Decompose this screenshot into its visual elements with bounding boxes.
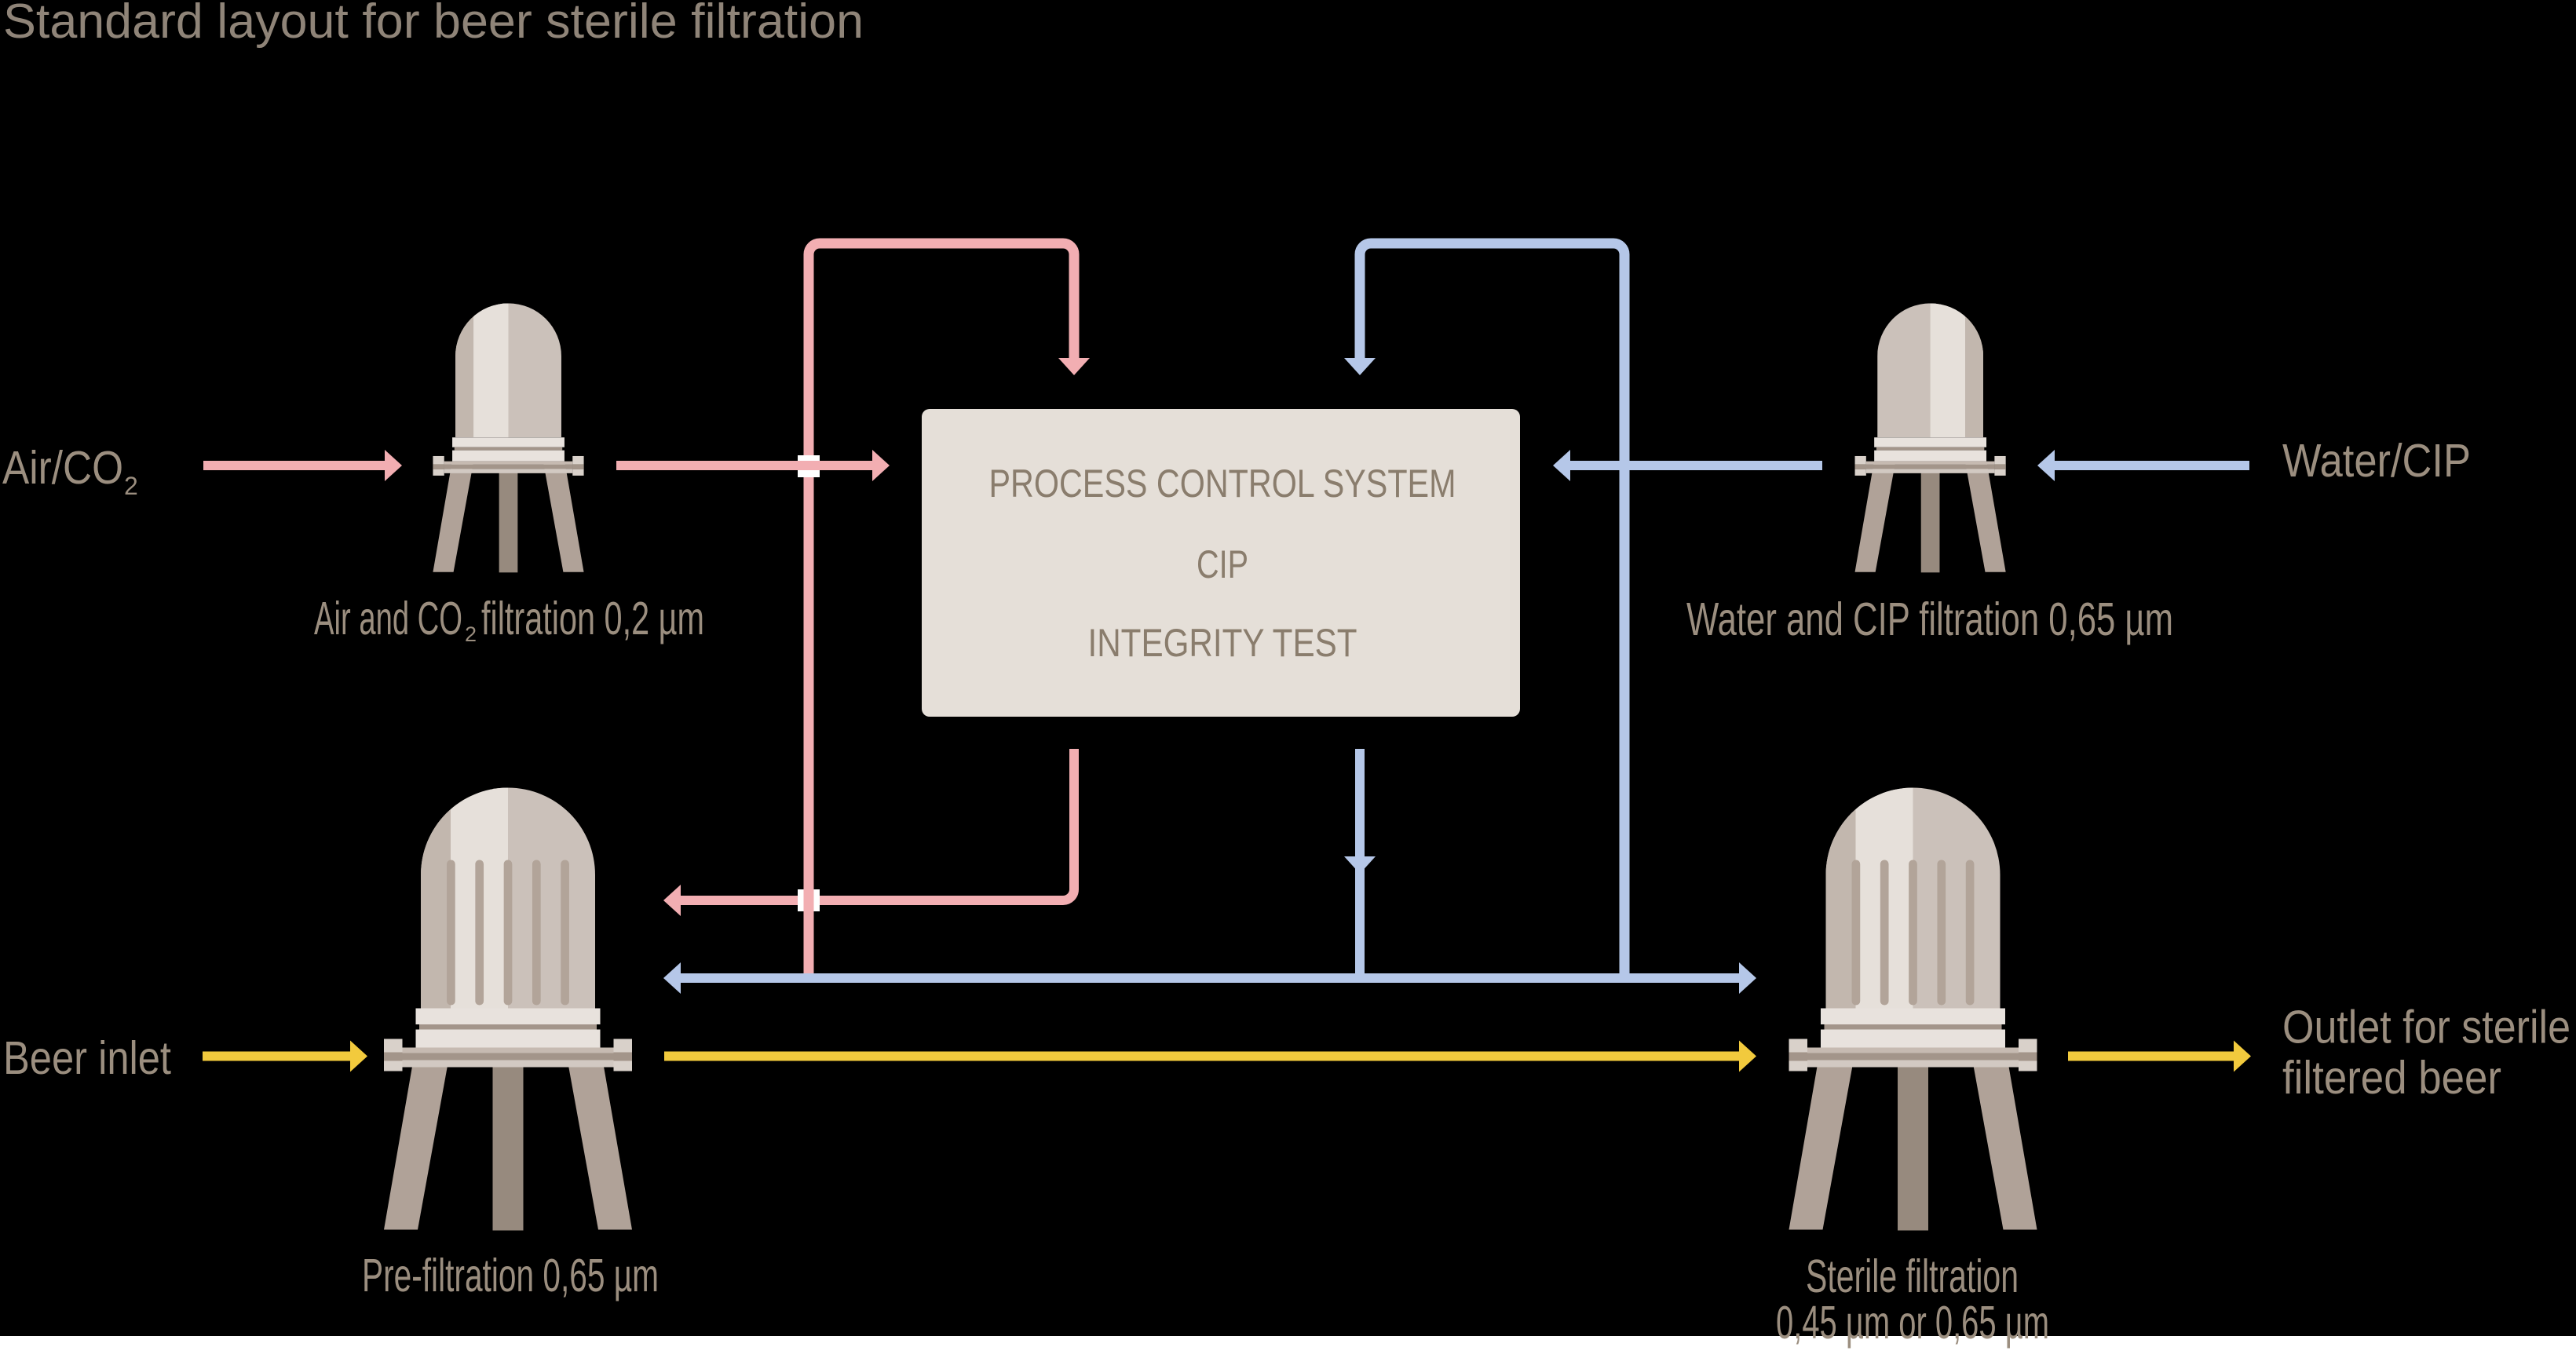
svg-text:0,45 µm or 0,65 µm: 0,45 µm or 0,65 µm [1776,1297,2049,1349]
svg-text:Air/CO: Air/CO [2,442,123,494]
svg-text:PROCESS CONTROL SYSTEM: PROCESS CONTROL SYSTEM [989,462,1456,506]
svg-text:Standard layout for beer steri: Standard layout for beer sterile filtrat… [3,0,864,49]
svg-text:2: 2 [465,622,477,646]
svg-text:Pre-filtration 0,65 µm: Pre-filtration 0,65 µm [362,1250,659,1301]
svg-text:Beer inlet: Beer inlet [3,1032,171,1084]
svg-text:filtration 0,2 µm: filtration 0,2 µm [481,593,704,644]
svg-text:filtered beer: filtered beer [2282,1052,2501,1104]
svg-text:Outlet for sterile: Outlet for sterile [2282,1002,2571,1053]
svg-text:Air and CO: Air and CO [314,593,462,644]
svg-text:CIP: CIP [1197,542,1248,586]
svg-text:INTEGRITY TEST: INTEGRITY TEST [1088,621,1357,665]
svg-text:Water/CIP: Water/CIP [2282,435,2471,487]
svg-text:Water and CIP filtration 0,65: Water and CIP filtration 0,65 µm [1686,593,2173,645]
svg-text:2: 2 [124,472,138,500]
svg-text:Sterile filtration: Sterile filtration [1806,1250,2019,1302]
